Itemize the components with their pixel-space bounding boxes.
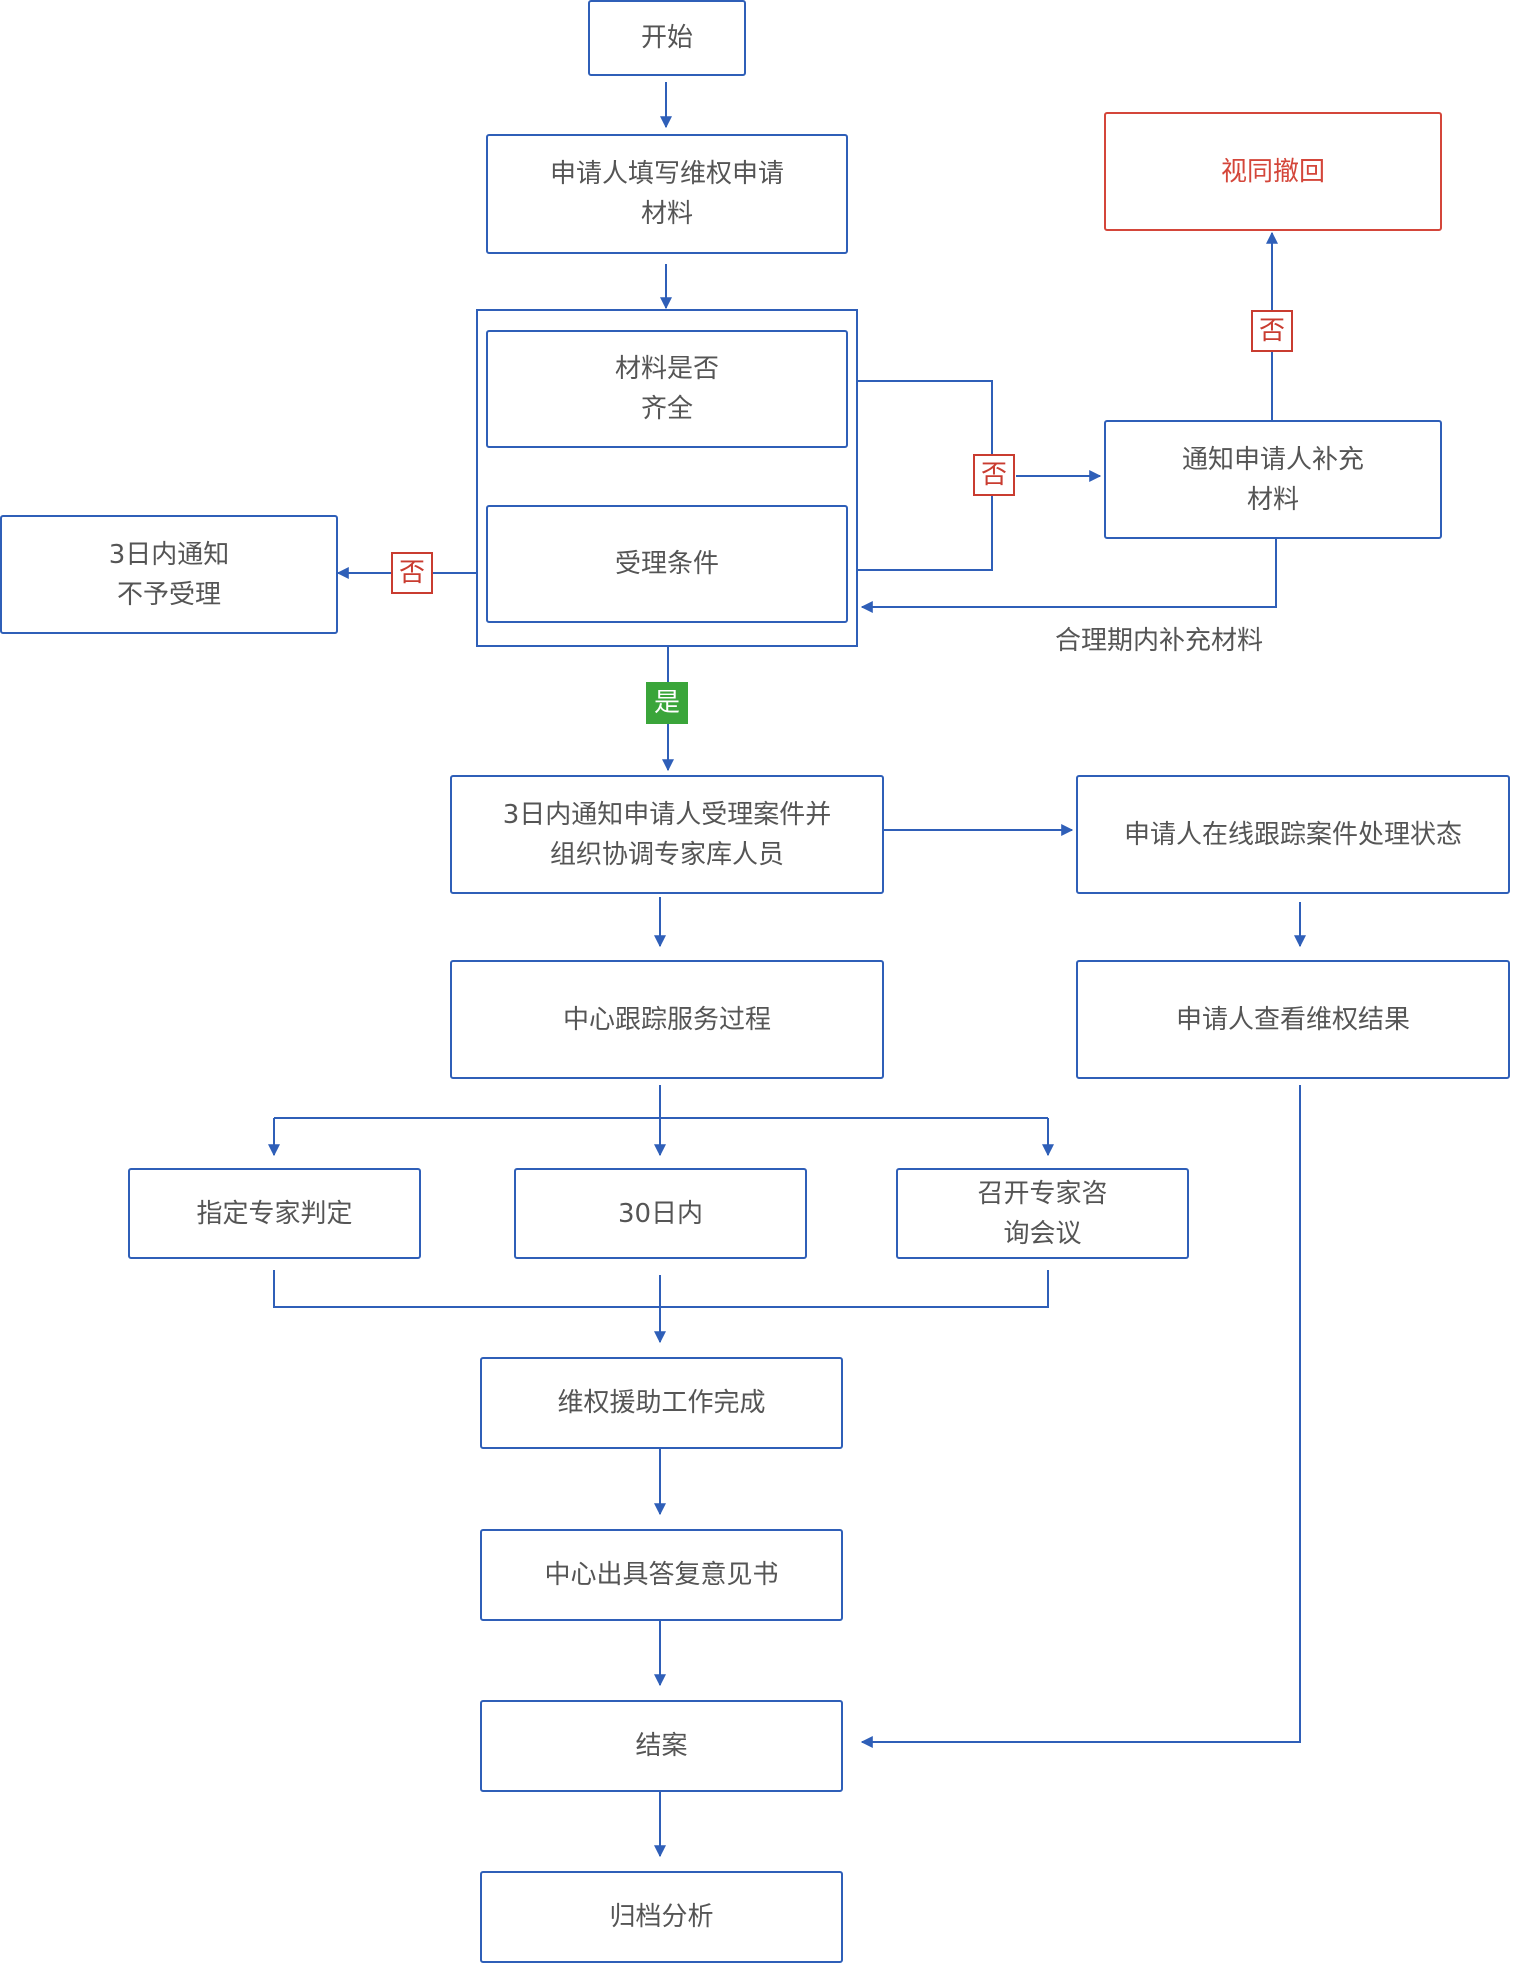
- node-acceptance-conditions: 受理条件: [486, 505, 848, 623]
- node-text-line: 维权援助工作完成: [557, 1388, 766, 1418]
- badge-no-supplement: 否: [973, 454, 1015, 496]
- node-text-line: 申请人在线跟踪案件处理状态: [1123, 819, 1462, 850]
- node-submit-application: 申请人填写维权申请材料: [486, 134, 848, 254]
- node-aid-completed: 维权援助工作完成: [480, 1357, 843, 1449]
- node-text-line: 指定专家判定: [196, 1198, 353, 1229]
- node-text-line: 开始: [640, 23, 693, 53]
- node-text-line: 申请人填写维权申请: [549, 159, 784, 189]
- node-notify-supplement: 通知申请人补充材料: [1104, 420, 1442, 539]
- node-deemed-withdrawn: 视同撤回: [1104, 112, 1442, 231]
- node-text-line: 材料: [1246, 484, 1299, 515]
- node-text-line: 不予受理: [116, 579, 221, 610]
- edge-supplement-return: [860, 539, 1277, 613]
- node-accept-case: 3日内通知申请人受理案件并组织协调专家库人员: [450, 775, 884, 894]
- node-online-tracking: 申请人在线跟踪案件处理状态: [1076, 775, 1510, 894]
- badge-no-reject: 否: [391, 552, 433, 594]
- node-reply-opinion: 中心出具答复意见书: [480, 1529, 843, 1621]
- node-text-line: 通知申请人补充: [1181, 444, 1364, 475]
- badge-yes-accept: 是: [646, 682, 688, 724]
- node-expert-judgement: 指定专家判定: [128, 1168, 421, 1259]
- node-reject-notice: 3日内通知不予受理: [0, 515, 338, 634]
- node-text-line: 归档分析: [609, 1902, 714, 1932]
- node-text-line: 30日内: [617, 1198, 704, 1229]
- node-text-line: 组织协调专家库人员: [549, 839, 784, 870]
- label-supplement-in-time: 合理期内补充材料: [1055, 626, 1264, 656]
- node-expert-meeting: 召开专家咨询会议: [896, 1168, 1189, 1259]
- node-text-line: 3日内通知: [108, 539, 230, 570]
- node-text-line: 结案: [635, 1731, 688, 1761]
- badge-no-withdraw: 否: [1251, 310, 1293, 352]
- node-view-result: 申请人查看维权结果: [1076, 960, 1510, 1079]
- node-text-line: 材料: [640, 199, 693, 229]
- node-start: 开始: [588, 0, 746, 76]
- review-group: [476, 309, 858, 647]
- node-text-line: 齐全: [640, 394, 693, 424]
- node-text-line: 中心跟踪服务过程: [562, 1004, 771, 1035]
- node-text-line: 询会议: [1003, 1218, 1082, 1249]
- node-text-line: 材料是否: [614, 354, 719, 384]
- node-text-line: 召开专家咨: [977, 1178, 1108, 1209]
- node-text-line: 中心出具答复意见书: [544, 1560, 779, 1590]
- edge-complete-check-no: [858, 380, 993, 571]
- node-center-tracking: 中心跟踪服务过程: [450, 960, 884, 1079]
- node-archive-analysis: 归档分析: [480, 1871, 843, 1963]
- node-text-line: 受理条件: [614, 549, 719, 579]
- node-within-30-days: 30日内: [514, 1168, 807, 1259]
- node-close-case: 结案: [480, 1700, 843, 1792]
- node-materials-complete-check: 材料是否齐全: [486, 330, 848, 448]
- node-text-line: 3日内通知申请人受理案件并: [502, 799, 832, 830]
- node-text-line: 申请人查看维权结果: [1175, 1004, 1410, 1035]
- edge-view-result-close: [860, 1085, 1301, 1748]
- node-text-line: 视同撤回: [1220, 156, 1325, 187]
